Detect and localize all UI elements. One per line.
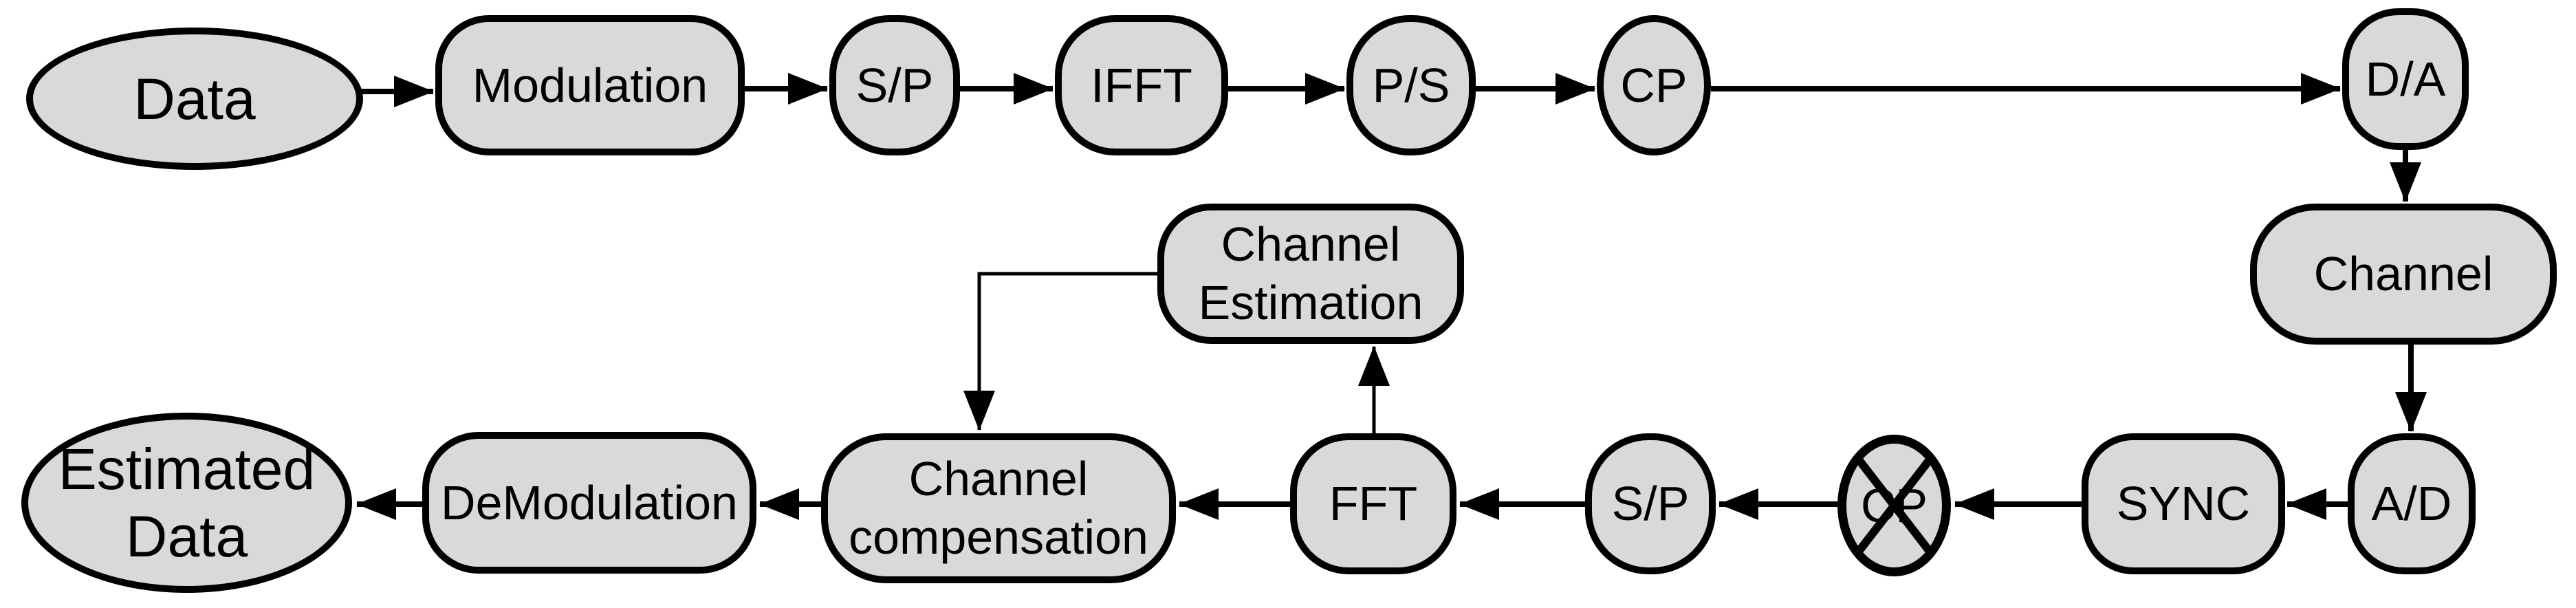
node-ps-tx-label: P/S xyxy=(1372,58,1450,112)
node-modulation-label: Modulation xyxy=(472,58,708,112)
node-channel: Channel xyxy=(2250,204,2557,345)
cp-remove-cross-icon xyxy=(1846,444,1942,567)
node-data-label: Data xyxy=(133,66,256,131)
node-cp-insert-label: CP xyxy=(1620,58,1688,112)
node-channel-compensation-label: Channel compensation xyxy=(849,452,1148,564)
node-ad-converter: A/D xyxy=(2348,433,2476,574)
edge-chest-chcomp xyxy=(963,272,1157,431)
node-serial-to-parallel-rx: S/P xyxy=(1585,433,1716,574)
node-channel-label: Channel xyxy=(2313,247,2493,301)
node-cp-insert: CP xyxy=(1597,15,1711,155)
node-sync: SYNC xyxy=(2082,433,2285,574)
node-demodulation-label: DeModulation xyxy=(441,475,738,530)
node-ifft: IFFT xyxy=(1055,15,1228,155)
node-sp-tx-label: S/P xyxy=(855,58,934,112)
node-channel-compensation: Channel compensation xyxy=(821,433,1176,583)
node-fft: FFT xyxy=(1290,433,1456,574)
node-serial-to-parallel-tx: S/P xyxy=(829,15,960,155)
node-ad-label: A/D xyxy=(2371,477,2452,530)
node-sync-label: SYNC xyxy=(2116,477,2251,530)
node-fft-label: FFT xyxy=(1329,477,1418,530)
node-cp-remove-label: CP xyxy=(1860,478,1928,532)
node-channel-estimation: Channel Estimation xyxy=(1157,204,1464,344)
node-da-converter: D/A xyxy=(2342,8,2469,150)
node-estimated-data-label: Estimated Data xyxy=(58,437,316,569)
node-estimated-data: Estimated Data xyxy=(21,413,352,593)
node-data: Data xyxy=(26,28,363,170)
node-parallel-to-serial-tx: P/S xyxy=(1346,15,1476,155)
node-da-label: D/A xyxy=(2365,52,2446,106)
node-ifft-label: IFFT xyxy=(1091,58,1192,112)
node-cp-remove: CP xyxy=(1837,435,1951,576)
node-channel-estimation-label: Channel Estimation xyxy=(1198,217,1423,329)
node-demodulation: DeModulation xyxy=(422,432,756,574)
node-modulation: Modulation xyxy=(435,15,745,155)
node-sp-rx-label: S/P xyxy=(1611,477,1690,530)
